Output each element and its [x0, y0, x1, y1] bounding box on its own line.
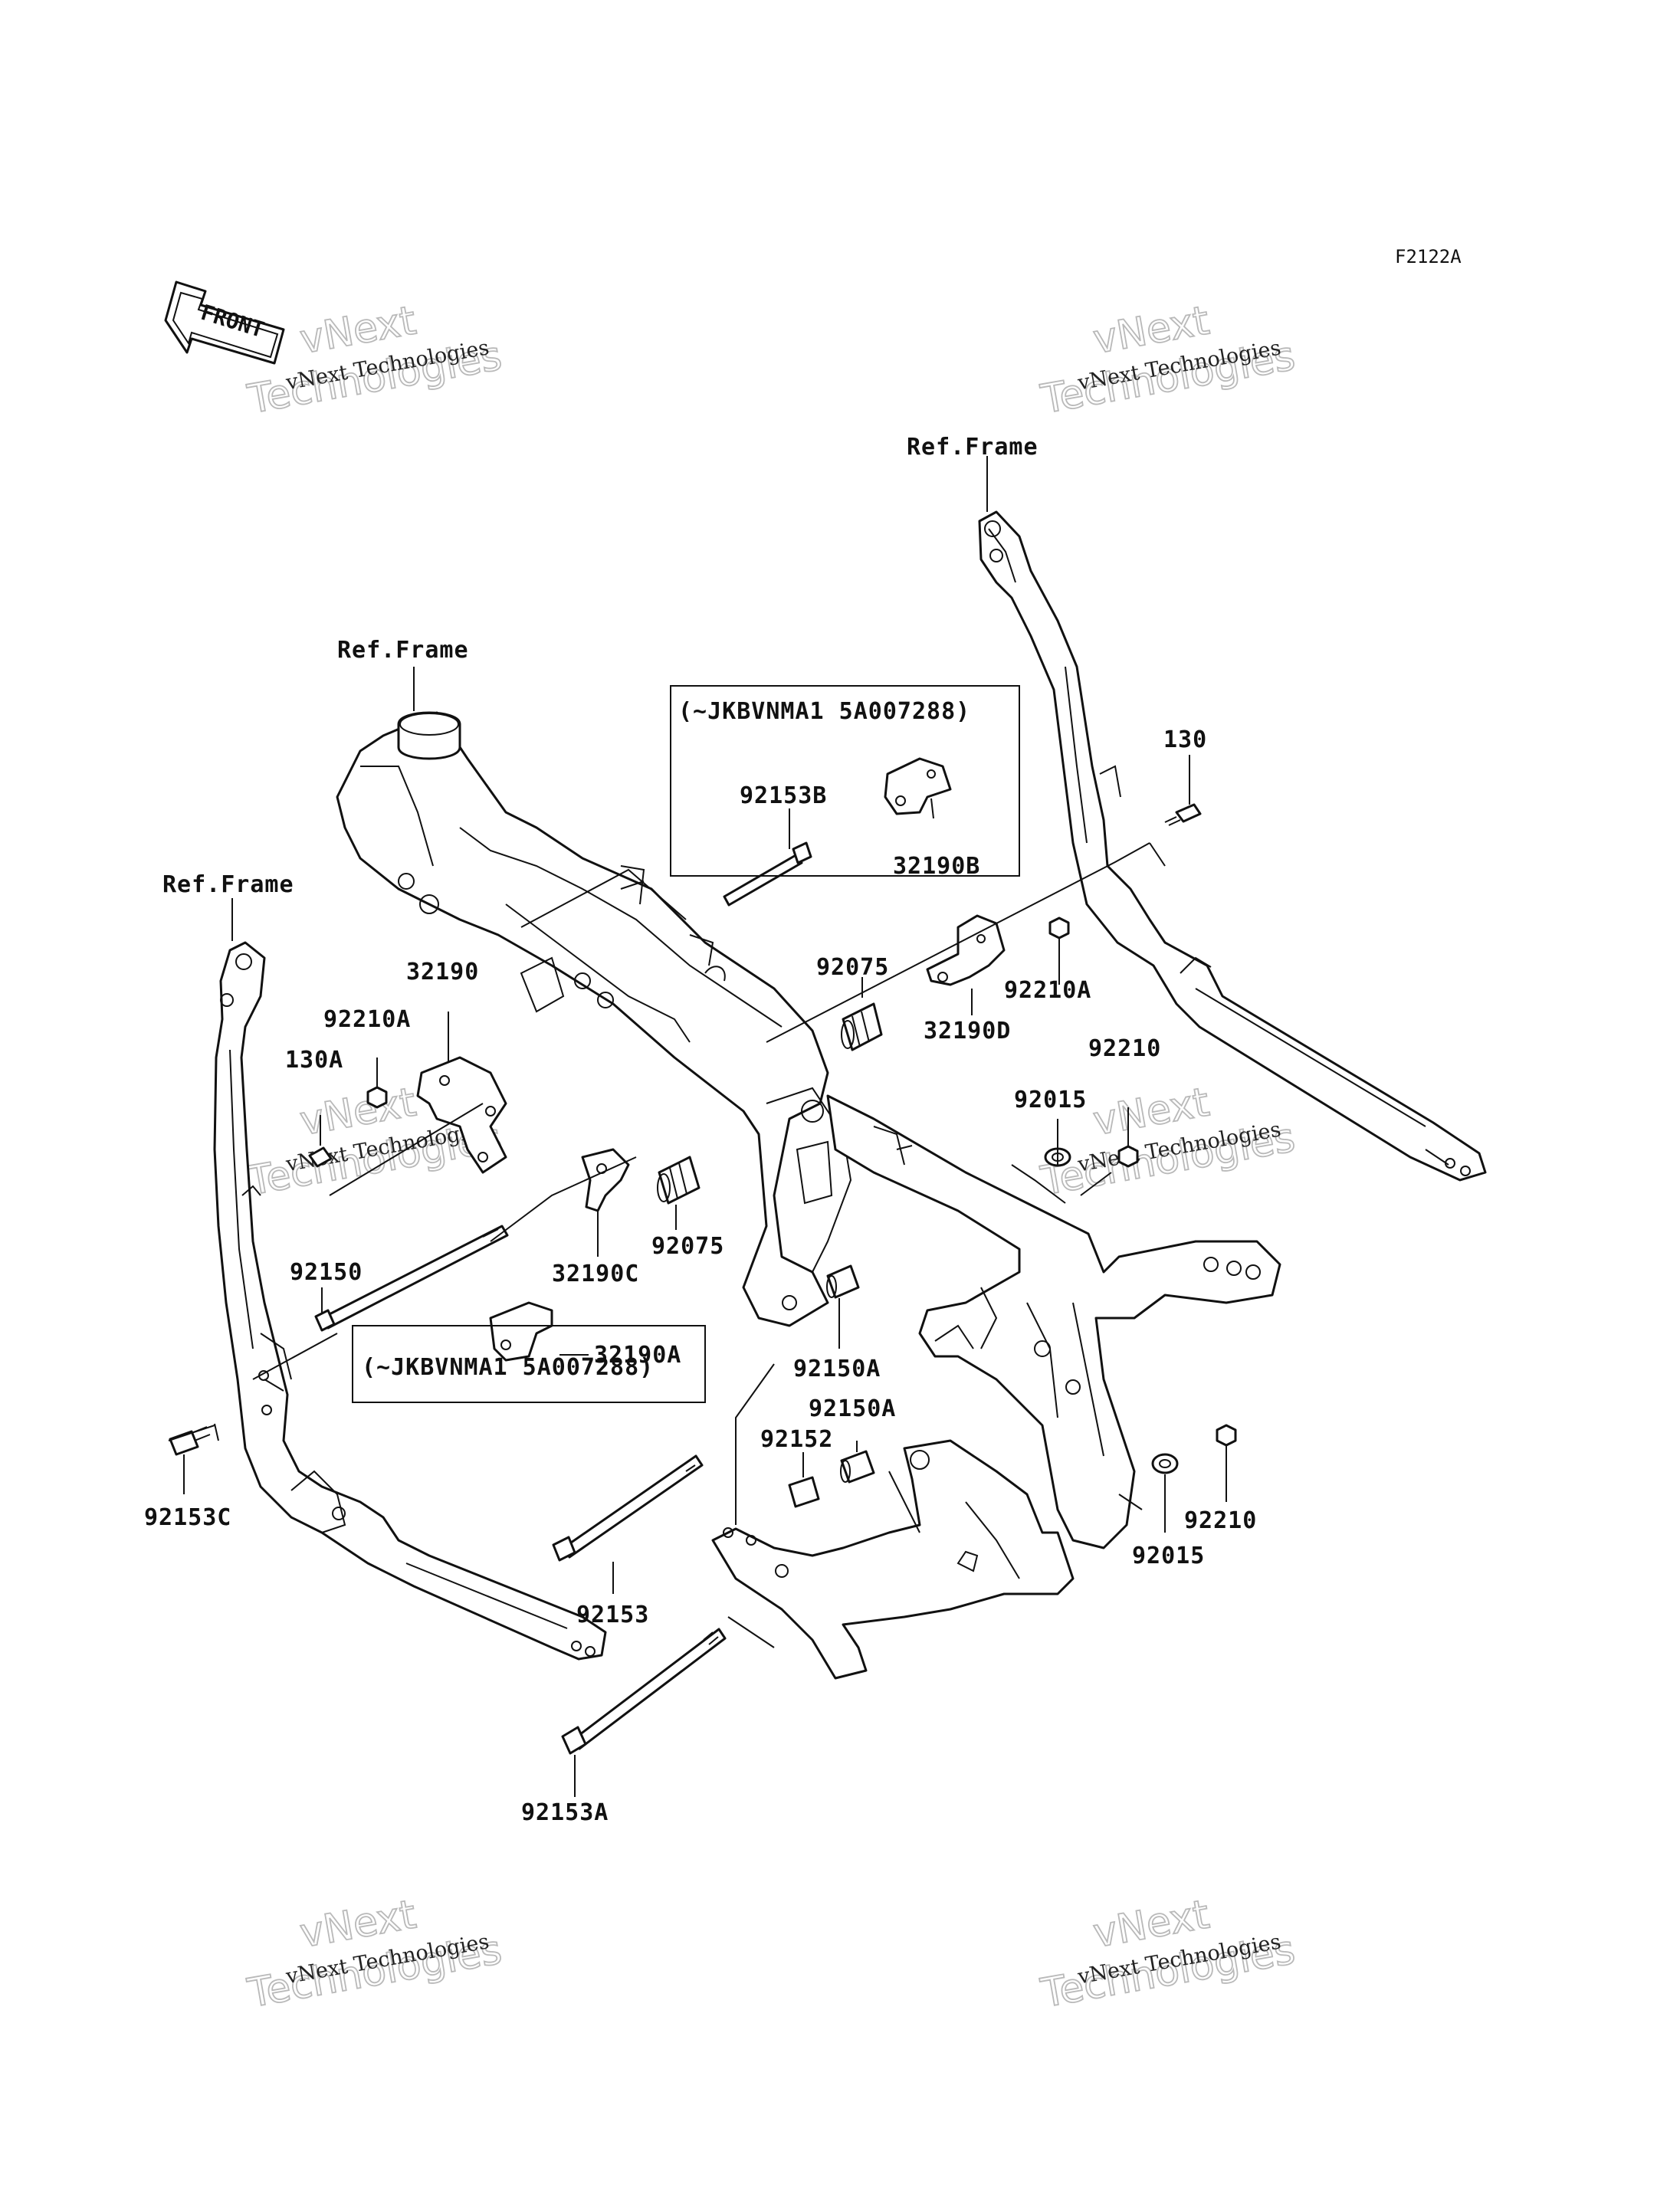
bolt-92153b — [723, 841, 812, 907]
spacer-92150a-upper — [826, 1264, 860, 1299]
front-arrow-icon: FRONT — [164, 280, 285, 365]
label-92150: 92150 — [290, 1259, 363, 1286]
bracket-32190a — [489, 1301, 553, 1362]
left-frame-rail — [213, 941, 607, 1661]
label-ref-frame-center: Ref.Frame — [337, 637, 469, 664]
washer-92015-bottom — [1151, 1453, 1179, 1474]
watermark-top-right: vNext Technologies vNext Technologies — [1037, 297, 1299, 424]
right-frame-rail — [978, 510, 1487, 1182]
main-frame-backbone — [336, 711, 852, 1327]
label-variant-bottom: (~JKBVNMA1 5A007288) — [362, 1354, 654, 1381]
nut-92210-top — [1117, 1145, 1139, 1168]
diagram-code: F2122A — [1395, 246, 1462, 267]
label-variant-top: (~JKBVNMA1 5A007288) — [678, 698, 970, 725]
nut-92210-bottom — [1216, 1424, 1237, 1447]
nut-92210a-left — [366, 1086, 388, 1109]
label-92150a-lower: 92150A — [809, 1395, 896, 1422]
bolt-92150 — [314, 1225, 509, 1332]
label-92210a-left: 92210A — [323, 1006, 411, 1033]
bracket-32190 — [416, 1056, 507, 1174]
damper-92075-right — [841, 1002, 883, 1051]
label-92015-top: 92015 — [1014, 1087, 1087, 1113]
label-92210-bottom: 92210 — [1184, 1507, 1257, 1534]
label-92152: 92152 — [760, 1426, 833, 1453]
bracket-32190c — [581, 1148, 630, 1212]
leader-lines — [168, 456, 1227, 1797]
nut-92210a-right — [1048, 917, 1070, 939]
label-130a: 130A — [285, 1047, 343, 1074]
label-92150a-upper: 92150A — [793, 1356, 881, 1382]
label-ref-frame-right: Ref.Frame — [907, 434, 1039, 461]
bracket-32190b — [884, 757, 952, 815]
watermark-bottom-right: vNext Technologies vNext Technologies — [1037, 1891, 1299, 2018]
label-32190c: 32190C — [552, 1261, 639, 1287]
label-32190: 32190 — [406, 959, 479, 985]
watermark-bottom-left: vNext Technologies vNext Technologies — [244, 1891, 506, 2018]
label-92015-bottom: 92015 — [1132, 1543, 1205, 1569]
label-32190a: 32190A — [594, 1342, 681, 1369]
label-92153a: 92153A — [521, 1799, 609, 1826]
label-92075-left: 92075 — [651, 1233, 724, 1260]
bolt-130 — [1164, 803, 1202, 826]
label-92210-top: 92210 — [1088, 1035, 1161, 1062]
bracket-32190d — [926, 914, 1006, 986]
collar-92152 — [788, 1476, 820, 1508]
bolt-92153 — [552, 1454, 704, 1562]
label-92210a-right: 92210A — [1004, 977, 1091, 1004]
label-92153: 92153 — [576, 1602, 649, 1628]
bolt-92153a — [561, 1628, 727, 1755]
engine-cradle — [711, 1094, 1281, 1680]
spacer-92150a-lower — [840, 1450, 875, 1484]
label-130: 130 — [1163, 726, 1207, 753]
bolt-130a — [308, 1146, 333, 1168]
label-32190d: 32190D — [924, 1018, 1011, 1044]
label-92153c: 92153C — [144, 1504, 231, 1531]
label-32190b: 32190B — [893, 853, 980, 880]
damper-92075-left — [657, 1156, 701, 1205]
label-ref-frame-left: Ref.Frame — [162, 871, 294, 898]
label-92153b: 92153B — [740, 782, 827, 809]
label-92075-right: 92075 — [816, 954, 889, 981]
variant-box-top — [670, 685, 1020, 877]
variant-box-bottom — [352, 1325, 706, 1403]
bolt-92153c — [169, 1426, 211, 1456]
